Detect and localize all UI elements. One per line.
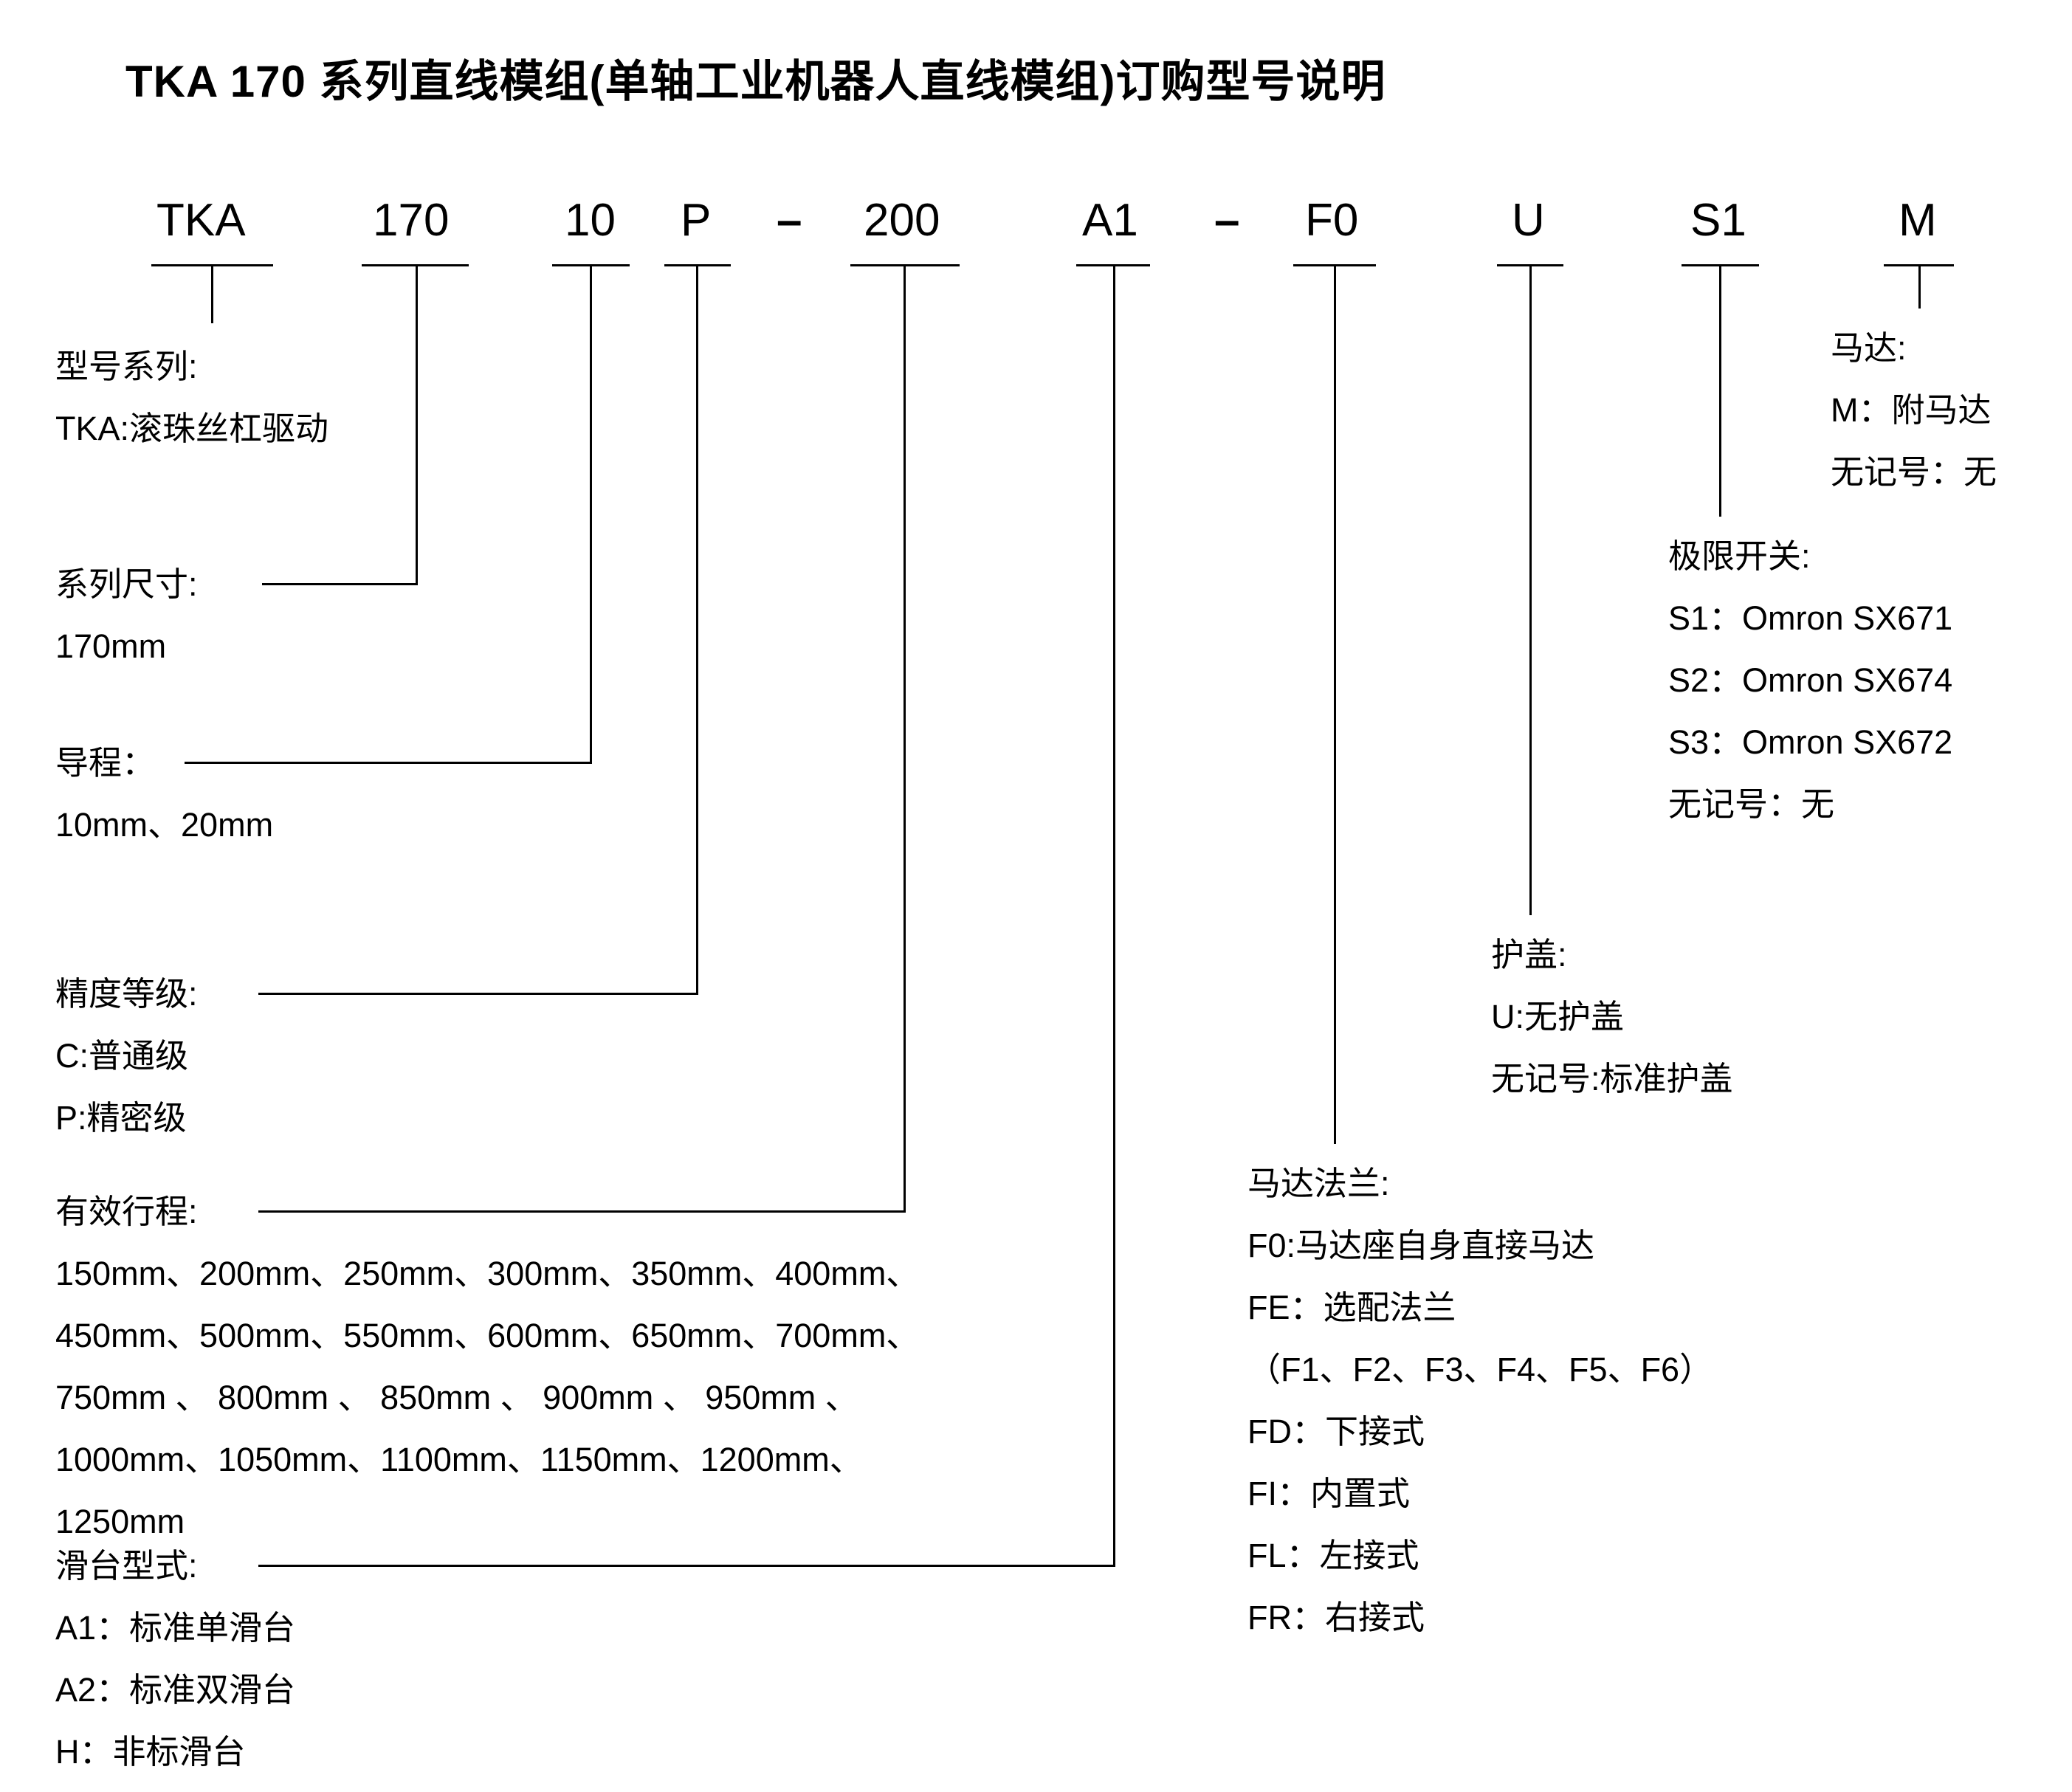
label-motor-flange-line: （F1、F2、F3、F4、F5、F6） [1247, 1351, 1713, 1388]
leader-lead [590, 264, 592, 762]
label-precision: 精度等级: C:普通级 P:精密级 [55, 963, 198, 1149]
label-motor-flange-line: FI：内置式 [1247, 1475, 1410, 1512]
connector-slide [258, 1565, 1115, 1567]
label-cover: 护盖: U:无护盖 无记号:标准护盖 [1491, 924, 1733, 1110]
label-precision-line: P:精密级 [55, 1099, 187, 1137]
leader-cover [1529, 264, 1532, 915]
leader-size [416, 264, 418, 583]
label-series-size-line: 170mm [55, 627, 167, 665]
label-slide-type: 滑台型式: A1：标准单滑台 A2：标准双滑台 H：非标滑台 [55, 1535, 295, 1783]
label-slide-type-line: A1：标准单滑台 [55, 1609, 296, 1647]
pn-segment-switch: S1 [1690, 195, 1746, 246]
label-motor-flange-line: FL：左接式 [1247, 1537, 1419, 1574]
label-limit-switch-line: S1：Omron SX671 [1668, 599, 1953, 637]
leader-precision [696, 264, 698, 993]
label-series-size-heading: 系列尺寸: [55, 565, 198, 603]
pn-separator-1: – [777, 195, 802, 246]
leader-motor [1918, 264, 1921, 309]
label-slide-type-line: H：非标滑台 [55, 1733, 246, 1771]
label-motor-flange-line: FD：下接式 [1247, 1413, 1425, 1450]
label-model-series-heading: 型号系列: [55, 348, 198, 385]
connector-lead [185, 762, 592, 764]
label-stroke-line: 1000mm、1050mm、1100mm、1150mm、1200mm、 [55, 1441, 863, 1478]
label-slide-type-line: A2：标准双滑台 [55, 1671, 296, 1709]
label-limit-switch-heading: 极限开关: [1668, 537, 1811, 575]
label-model-series-line: TKA:滚珠丝杠驱动 [55, 410, 329, 447]
pn-segment-lead: 10 [565, 195, 616, 246]
pn-separator-2: – [1214, 195, 1240, 246]
label-motor-line: M：附马达 [1831, 391, 1992, 429]
leader-stroke [904, 264, 906, 1210]
label-model-series: 型号系列: TKA:滚珠丝杠驱动 [55, 336, 328, 460]
label-motor-flange-heading: 马达法兰: [1247, 1165, 1390, 1202]
label-limit-switch-line: S3：Omron SX672 [1668, 723, 1953, 761]
label-motor-flange: 马达法兰: F0:马达座自身直接马达 FE：选配法兰 （F1、F2、F3、F4、… [1247, 1153, 1713, 1649]
page-title: TKA 170 系列直线模组(单轴工业机器人直线模组)订购型号说明 [125, 57, 1386, 106]
pn-segment-precision: P [681, 195, 712, 246]
label-limit-switch-line: 无记号：无 [1668, 785, 1835, 823]
label-stroke-line: 1250mm [55, 1503, 185, 1540]
pn-segment-stroke: 200 [864, 195, 940, 246]
label-stroke: 有效行程: 150mm、200mm、250mm、300mm、350mm、400m… [55, 1181, 919, 1553]
pn-segment-series: TKA [156, 195, 246, 246]
label-lead-heading: 导程： [55, 744, 156, 782]
label-lead-line: 10mm、20mm [55, 806, 274, 844]
leader-series [211, 264, 213, 323]
connector-precision [258, 993, 698, 995]
label-stroke-line: 750mm 、 800mm 、 850mm 、 900mm 、 950mm 、 [55, 1379, 858, 1416]
label-cover-line: U:无护盖 [1491, 998, 1625, 1035]
pn-segment-slide: A1 [1082, 195, 1138, 246]
label-precision-heading: 精度等级: [55, 975, 198, 1013]
label-stroke-heading: 有效行程: [55, 1193, 198, 1230]
label-motor-heading: 马达: [1831, 329, 1907, 367]
label-lead: 导程： 10mm、20mm [55, 732, 273, 856]
label-limit-switch: 极限开关: S1：Omron SX671 S2：Omron SX674 S3：O… [1668, 525, 1952, 835]
label-stroke-line: 450mm、500mm、550mm、600mm、650mm、700mm、 [55, 1317, 920, 1354]
leader-flange [1334, 264, 1336, 1144]
label-motor: 马达: M：附马达 无记号：无 [1831, 317, 1997, 503]
label-precision-line: C:普通级 [55, 1037, 189, 1075]
label-slide-type-heading: 滑台型式: [55, 1547, 198, 1585]
connector-size [262, 583, 418, 585]
pn-segment-flange: F0 [1305, 195, 1359, 246]
label-cover-line: 无记号:标准护盖 [1491, 1060, 1733, 1097]
underline-size [362, 264, 469, 266]
pn-segment-motor: M [1899, 195, 1937, 246]
label-motor-flange-line: F0:马达座自身直接马达 [1247, 1227, 1595, 1264]
label-motor-line: 无记号：无 [1831, 453, 1997, 491]
label-series-size: 系列尺寸: 170mm [55, 554, 198, 678]
label-motor-flange-line: FE：选配法兰 [1247, 1289, 1456, 1326]
leader-slide [1113, 264, 1115, 1565]
label-limit-switch-line: S2：Omron SX674 [1668, 661, 1953, 699]
connector-stroke [258, 1210, 906, 1213]
label-stroke-line: 150mm、200mm、250mm、300mm、350mm、400mm、 [55, 1255, 920, 1292]
label-cover-heading: 护盖: [1491, 936, 1567, 973]
label-motor-flange-line: FR：右接式 [1247, 1599, 1425, 1636]
pn-segment-size: 170 [373, 195, 450, 246]
pn-segment-cover: U [1512, 195, 1545, 246]
leader-switch [1719, 264, 1721, 517]
